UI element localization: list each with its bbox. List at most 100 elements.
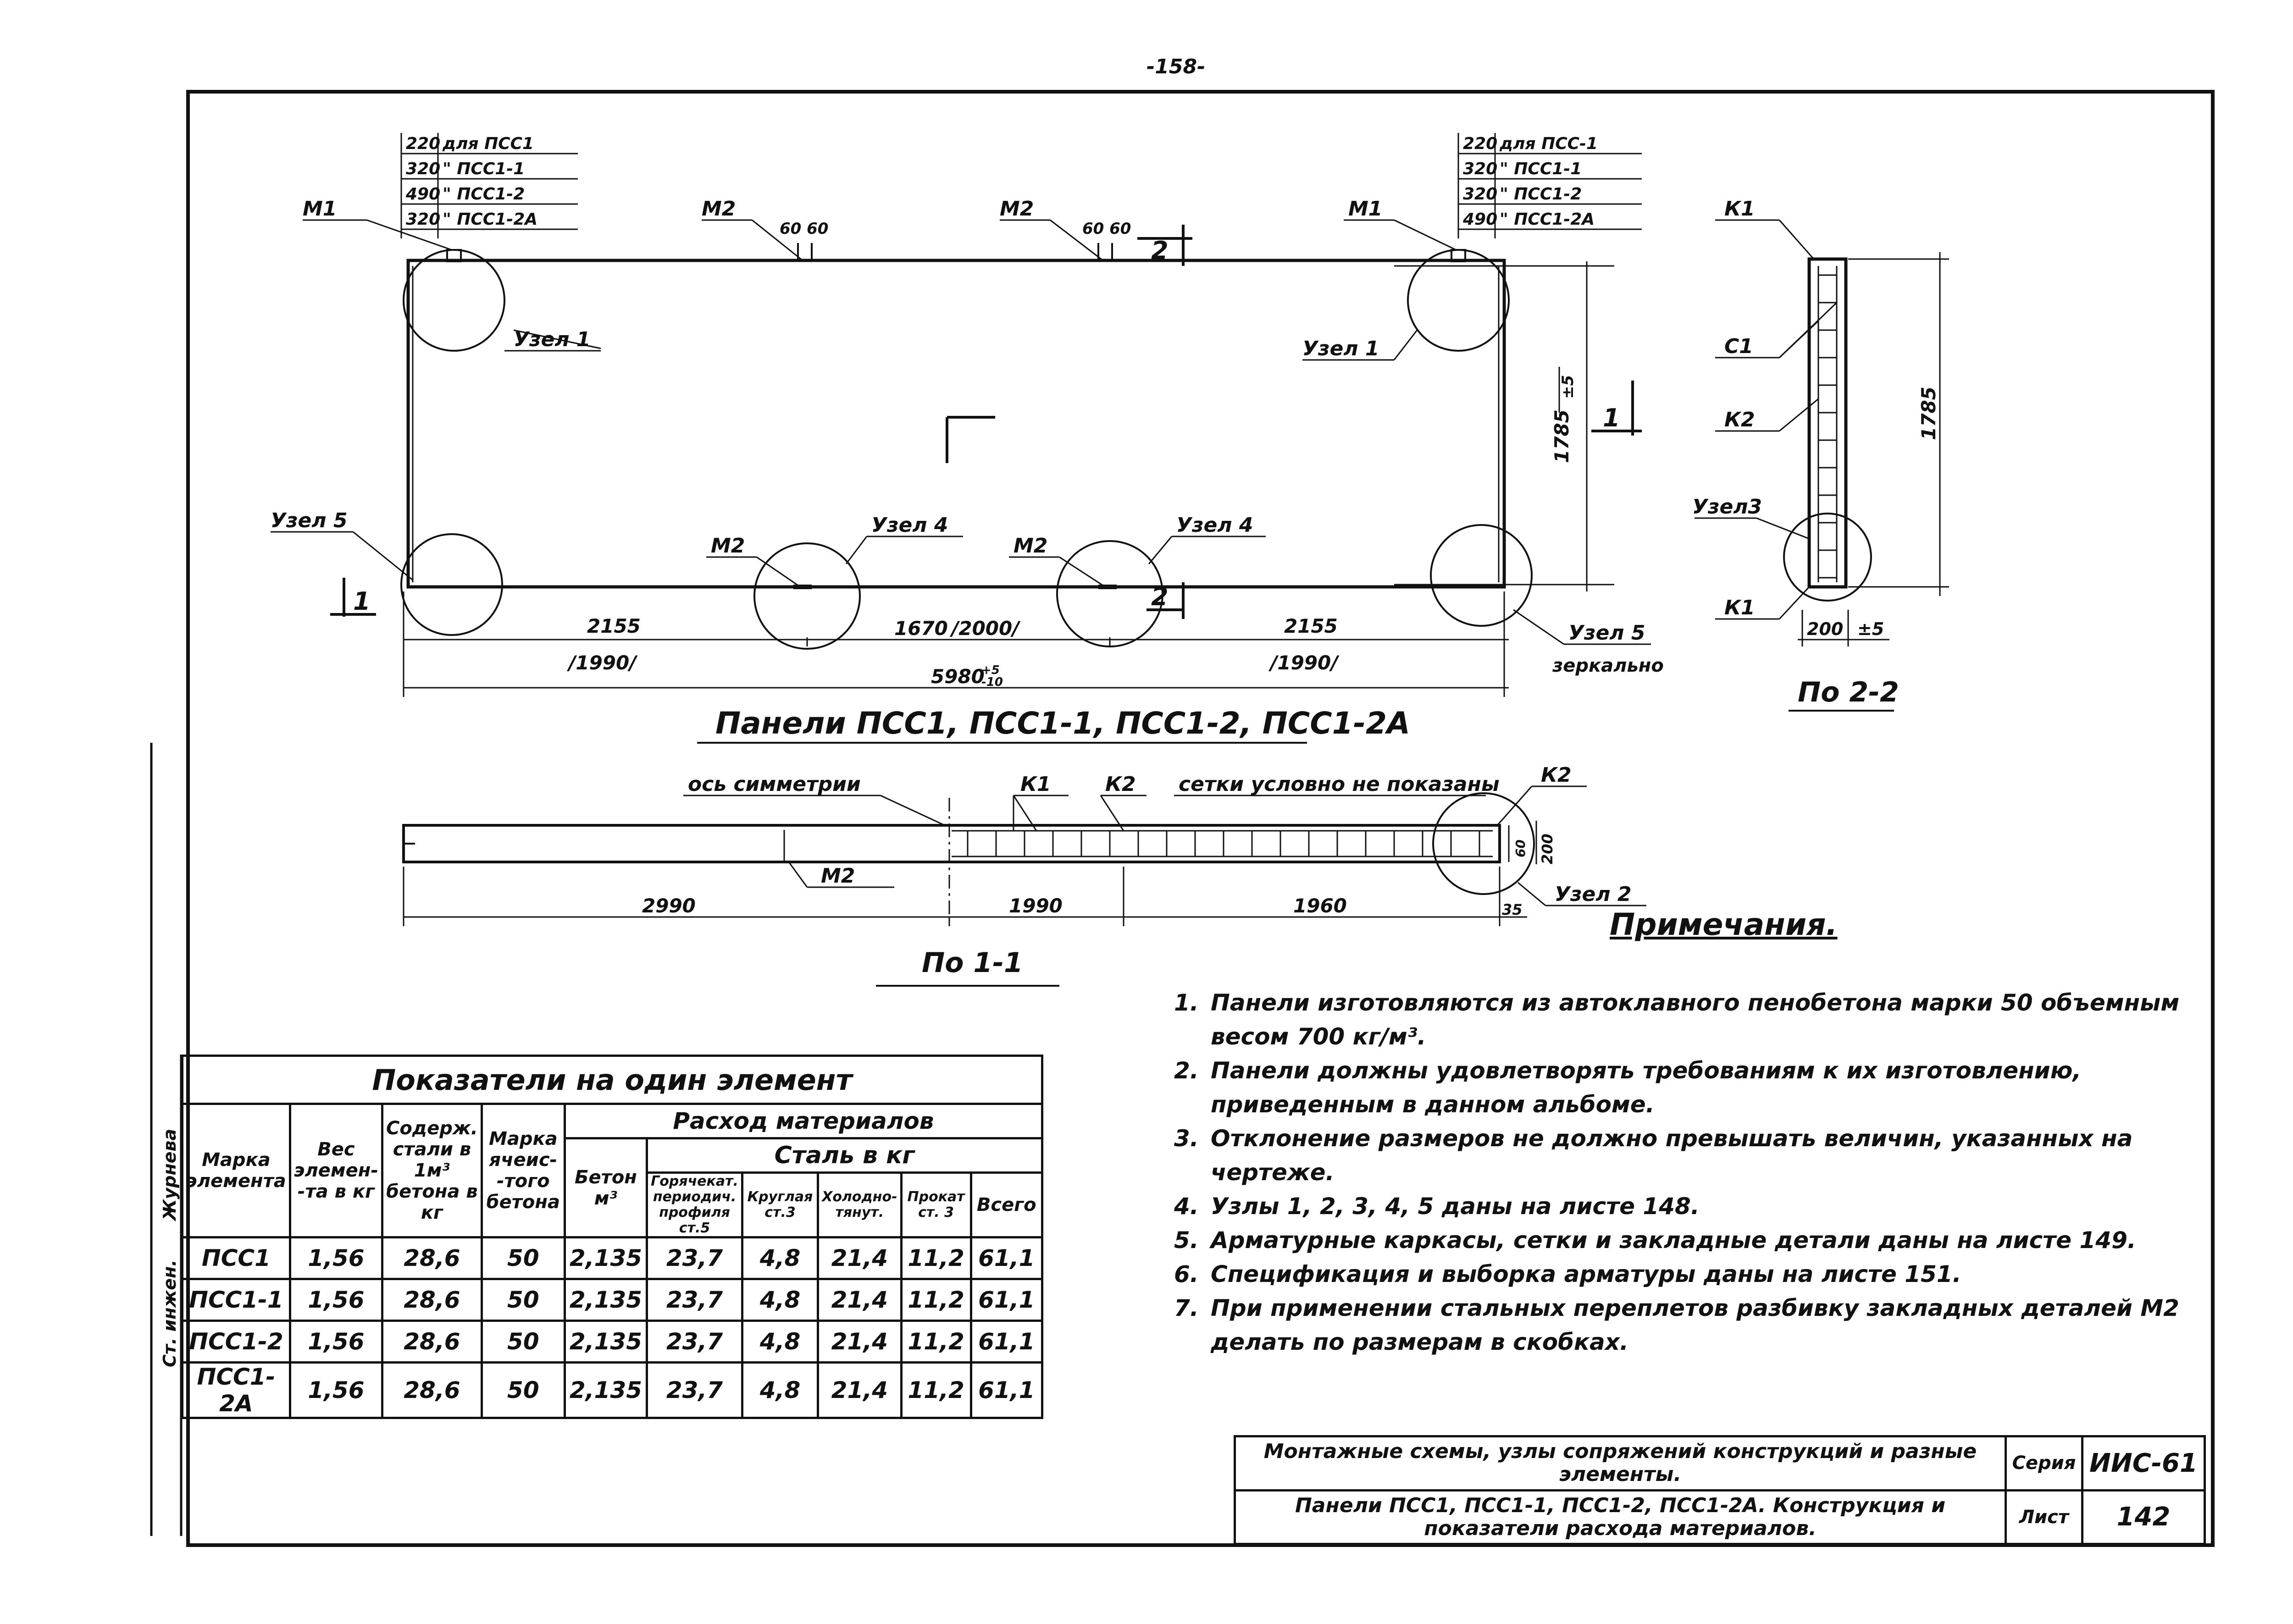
label-k2-right: К2 [1541, 763, 1572, 787]
left-spec-text-2: " ПСС1-1 [443, 160, 525, 178]
series-value: ИИС-61 [2081, 1435, 2206, 1491]
header-total: Всего [969, 1171, 1044, 1238]
note-number: 3. [1174, 1125, 1199, 1152]
header-concrete: Бетон м³ [563, 1137, 648, 1238]
cell-total: 61,1 [969, 1236, 1044, 1280]
dim-1990-left: /1990/ [566, 652, 638, 674]
cell-round: 4,8 [741, 1320, 820, 1364]
title-block-table: Монтажные схемы, узлы сопряжений констру… [1234, 1435, 2206, 1545]
cell-concrete: 2,135 [563, 1361, 648, 1419]
cell-rolled: 11,2 [900, 1278, 972, 1322]
cell-weight: 1,56 [288, 1361, 383, 1419]
cell-hot: 23,7 [646, 1236, 743, 1280]
header-steel-content: Содерж. стали в 1м³ бетона в кг [381, 1103, 483, 1238]
dim-1785-elev-tol: ±5 [1559, 375, 1577, 399]
cell-hot: 23,7 [646, 1361, 743, 1419]
right-spec-dim-2: 320 [1463, 160, 1497, 178]
label-uzel3: Узел3 [1692, 495, 1762, 519]
label-k2: К2 [1724, 408, 1755, 431]
cell-round: 4,8 [741, 1278, 820, 1322]
cell-hot: 23,7 [646, 1320, 743, 1364]
note-item: 1.Панели изготовляются из автоклавного п… [1174, 986, 2183, 1054]
header-cold: Холодно- тянут. [817, 1171, 903, 1238]
dim-5980: 5980 [931, 665, 985, 688]
note-number: 5. [1174, 1227, 1199, 1254]
dim-60-sec11: 60 [1513, 840, 1528, 857]
dim-1670: 1670 [894, 617, 948, 640]
label-m2-sec11: М2 [821, 864, 855, 888]
cell-cold: 21,4 [817, 1278, 903, 1322]
dim-200-sec11: 200 [1539, 834, 1556, 864]
header-hot: Горячекат. периодич. профиля ст.5 [646, 1171, 743, 1238]
table-caption: Показатели на один элемент [181, 1055, 1043, 1105]
label-uzel5-left: Узел 5 [271, 509, 348, 532]
label-m1-left: М1 [303, 197, 337, 221]
right-spec-text-2: " ПСС1-1 [1500, 160, 1582, 178]
header-mark: Марка элемента [181, 1103, 291, 1238]
note-text: Спецификация и выборка арматуры даны на … [1211, 1261, 1961, 1287]
leaders [271, 219, 1651, 645]
cell-weight: 1,56 [288, 1320, 383, 1364]
dim-lines-elevation [403, 261, 1614, 697]
left-spec-text-3: " ПСС1-2 [443, 185, 525, 204]
page-number: -158- [1146, 55, 1206, 78]
left-spec-text-4: " ПСС1-2А [443, 210, 537, 229]
cell-concrete-mark: 50 [480, 1361, 566, 1419]
title-block: Монтажные схемы, узлы сопряжений констру… [1234, 1435, 2206, 1545]
label-uzel5-right: Узел 5 [1568, 621, 1645, 645]
section-2-2 [1783, 257, 1872, 602]
dim-200-sec-tol: ±5 [1857, 619, 1884, 639]
cell-steel-content: 28,6 [381, 1278, 483, 1322]
right-spec-dim-4: 490 [1462, 210, 1497, 229]
dim-1990-sec: 1990 [1009, 895, 1063, 917]
section-markers [330, 225, 1642, 619]
label-k1-bottom: К1 [1724, 596, 1755, 619]
cell-concrete-mark: 50 [480, 1236, 566, 1280]
panel-elevation [400, 243, 1533, 650]
series-label: Серия [2005, 1435, 2083, 1491]
label-uzel2: Узел 2 [1555, 883, 1632, 906]
label-k2-sec11: К2 [1105, 773, 1136, 796]
dim-5980-tol-minus: -10 [981, 675, 1003, 689]
note-item: 6.Спецификация и выборка арматуры даны н… [1174, 1257, 2183, 1291]
right-spec-text-3: " ПСС1-2 [1500, 185, 1582, 204]
right-spec-text-1: для ПСС-1 [1499, 134, 1598, 153]
left-spec-dim-3: 490 [405, 185, 440, 204]
dim-1785-elev: 1785 [1551, 409, 1573, 463]
section-1-right: 1 [1603, 403, 1620, 432]
cell-concrete: 2,135 [563, 1236, 648, 1280]
section-1-1-rungs [967, 831, 1480, 856]
header-consumption: Расход материалов [563, 1103, 1044, 1139]
node-circle-5-left [400, 533, 503, 636]
cell-concrete: 2,135 [563, 1278, 648, 1322]
header-weight: Вес элемен- -та в кг [288, 1103, 383, 1238]
dim-200-sec: 200 [1807, 619, 1843, 639]
note-text: При применении стальных переплетов разби… [1211, 1295, 2179, 1355]
note-number: 4. [1174, 1193, 1199, 1220]
note-item: 7.При применении стальных переплетов раз… [1174, 1291, 2183, 1359]
cell-cold: 21,4 [817, 1236, 903, 1280]
note-text: Узлы 1, 2, 3, 4, 5 даны на листе 148. [1211, 1193, 1700, 1220]
notes: Примечания. 1.Панели изготовляются из ав… [1174, 908, 2183, 1359]
note-item: 3.Отклонение размеров не должно превышат… [1174, 1121, 2183, 1189]
cell-hot: 23,7 [646, 1278, 743, 1322]
dim-2155-left: 2155 [587, 615, 641, 637]
label-uzel4-b: Узел 4 [1176, 514, 1253, 537]
sheet-frame [186, 90, 2215, 1547]
left-spec-dim-4: 320 [406, 210, 440, 229]
materials-table: Показатели на один элемент Марка элемент… [181, 1055, 1044, 1419]
cell-round: 4,8 [741, 1236, 820, 1280]
dim-1990-right: /1990/ [1268, 652, 1340, 674]
section-2-2-title: По 2-2 [1798, 676, 1899, 708]
side-stamp-role: Ст. инжен. [160, 1259, 180, 1367]
dim-2000: /2000/ [949, 617, 1021, 640]
label-meshes: сетки условно не показаны [1179, 773, 1500, 796]
node-circle-4-b [1056, 540, 1163, 647]
cell-weight: 1,56 [288, 1278, 383, 1322]
cell-concrete-mark: 50 [480, 1320, 566, 1364]
right-spec-dim-3: 320 [1463, 185, 1497, 204]
section-1-left: 1 [353, 587, 371, 616]
note-item: 4. Узлы 1, 2, 3, 4, 5 даны на листе 148. [1174, 1189, 2183, 1223]
label-m2-bottom-b: М2 [1014, 534, 1047, 558]
